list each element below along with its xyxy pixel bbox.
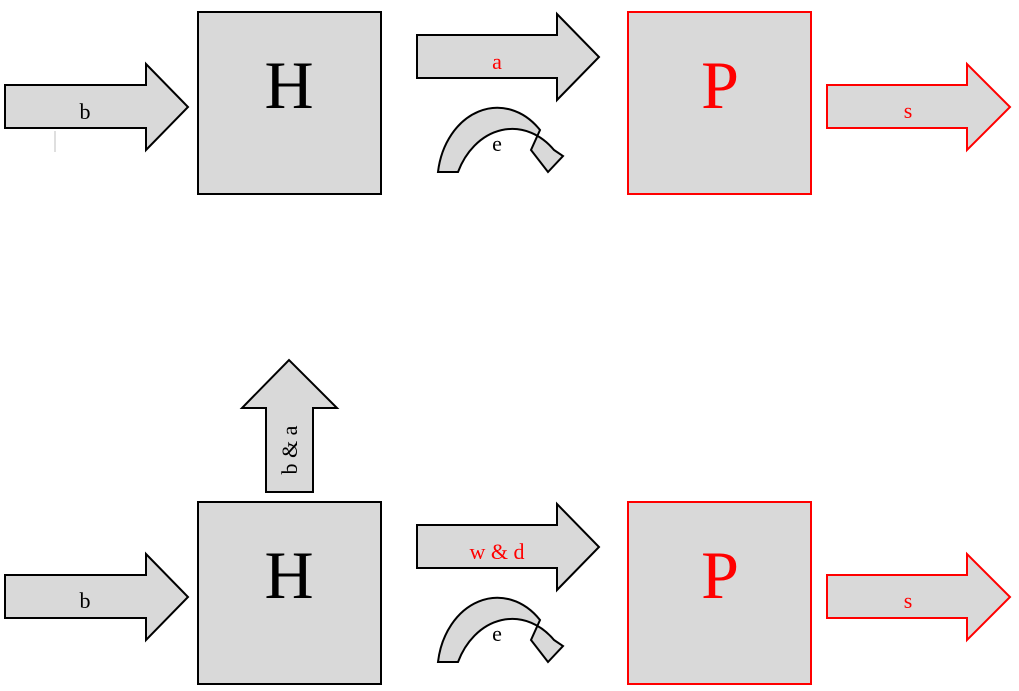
top-diagram: b H a e P s xyxy=(4,11,1012,195)
bottom-up-arrow xyxy=(239,358,340,493)
bottom-target-box xyxy=(627,501,812,685)
bottom-output-arrow xyxy=(826,551,1012,643)
bottom-loop-label: e xyxy=(492,621,502,646)
bottom-transfer-arrow xyxy=(416,501,601,593)
top-output-arrow xyxy=(826,61,1012,153)
top-target-label: P xyxy=(701,47,739,123)
top-loop-arrow xyxy=(436,106,565,174)
bottom-transfer-label: w & d xyxy=(470,539,525,564)
top-source-box xyxy=(197,11,382,195)
top-loop-label: e xyxy=(492,131,502,156)
top-output-label: s xyxy=(904,98,913,123)
bottom-up-label: b & a xyxy=(277,425,302,474)
bottom-input-arrow xyxy=(4,551,190,643)
top-transfer-label: a xyxy=(492,49,502,74)
top-input-label: b xyxy=(80,99,91,124)
bottom-loop-arrow xyxy=(436,596,565,664)
top-transfer-arrow xyxy=(416,11,601,103)
top-source-label: H xyxy=(264,47,313,123)
bottom-target-label: P xyxy=(701,537,739,613)
bottom-diagram: b & a b H w & d e P s xyxy=(4,358,1012,685)
bottom-source-label: H xyxy=(264,537,313,613)
top-input-arrow xyxy=(4,61,190,153)
top-target-box xyxy=(627,11,812,195)
bottom-input-label: b xyxy=(80,588,91,613)
bottom-source-box xyxy=(197,501,382,685)
bottom-output-label: s xyxy=(904,588,913,613)
